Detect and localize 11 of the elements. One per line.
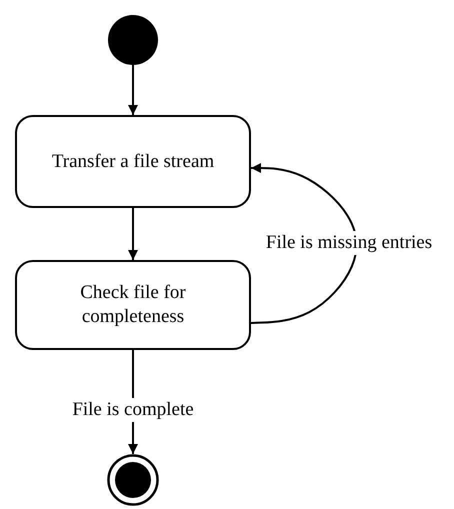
transition-arrow bbox=[128, 65, 138, 115]
edge-label: File is complete bbox=[70, 398, 196, 422]
state-box bbox=[15, 260, 251, 350]
initial-state-circle bbox=[108, 15, 158, 65]
edge-label: File is missing entries bbox=[264, 231, 434, 255]
transition-arrow bbox=[250, 163, 358, 324]
state-label: Transfer a file stream bbox=[50, 150, 216, 174]
final-state-circle bbox=[107, 454, 159, 506]
state-label: Check file for completeness bbox=[79, 281, 187, 329]
transition-arrow bbox=[128, 208, 138, 260]
state-box bbox=[15, 115, 251, 208]
